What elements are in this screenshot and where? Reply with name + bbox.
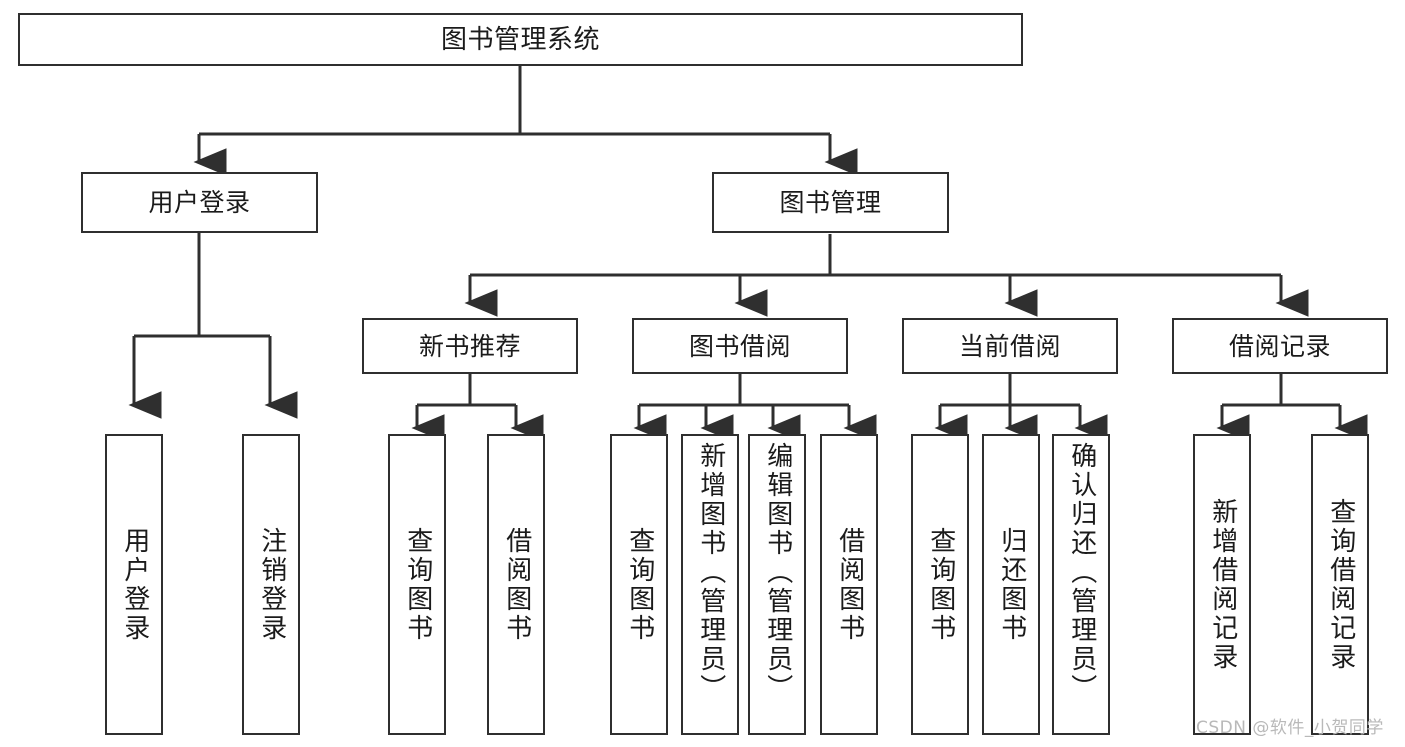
node-label: 查询图书 bbox=[925, 526, 956, 643]
node-current-borrow[interactable]: 当前借阅 bbox=[902, 318, 1118, 374]
leaf-current-confirm-return-admin[interactable]: 确认归还（管理员） bbox=[1052, 434, 1110, 735]
node-label: 图书管理系统 bbox=[440, 24, 600, 55]
leaf-borrow-query-book[interactable]: 查询图书 bbox=[610, 434, 668, 735]
csdn-watermark: CSDN @软件_小贺同学 bbox=[1196, 718, 1384, 738]
node-label: 用户登录 bbox=[119, 526, 150, 643]
leaf-record-query-record[interactable]: 查询借阅记录 bbox=[1311, 434, 1369, 735]
node-new-book-recommend[interactable]: 新书推荐 bbox=[362, 318, 578, 374]
leaf-borrow-edit-book-admin[interactable]: 编辑图书（管理员） bbox=[748, 434, 806, 735]
node-label: 新增图书（管理员） bbox=[695, 442, 726, 703]
node-label: 编辑图书（管理员） bbox=[762, 442, 793, 703]
leaf-recommend-borrow-book[interactable]: 借阅图书 bbox=[487, 434, 545, 735]
leaf-current-return-book[interactable]: 归还图书 bbox=[982, 434, 1040, 735]
leaf-user-login-login[interactable]: 用户登录 bbox=[105, 434, 163, 735]
node-root-system[interactable]: 图书管理系统 bbox=[18, 13, 1023, 66]
node-user-login[interactable]: 用户登录 bbox=[81, 172, 318, 233]
node-label: 新增借阅记录 bbox=[1207, 497, 1238, 672]
leaf-current-query-book[interactable]: 查询图书 bbox=[911, 434, 969, 735]
node-borrow-record[interactable]: 借阅记录 bbox=[1172, 318, 1388, 374]
leaf-user-login-logout[interactable]: 注销登录 bbox=[242, 434, 300, 735]
node-label: 借阅图书 bbox=[501, 526, 532, 643]
node-book-management[interactable]: 图书管理 bbox=[712, 172, 949, 233]
leaf-record-add-record[interactable]: 新增借阅记录 bbox=[1193, 434, 1251, 735]
node-label: 查询图书 bbox=[402, 526, 433, 643]
node-label: 查询借阅记录 bbox=[1325, 497, 1356, 672]
node-label: 查询图书 bbox=[624, 526, 655, 643]
node-label: 新书推荐 bbox=[418, 331, 521, 361]
node-label: 图书管理 bbox=[779, 188, 882, 217]
node-label: 借阅图书 bbox=[834, 526, 865, 643]
node-label: 归还图书 bbox=[996, 526, 1027, 643]
node-book-borrow[interactable]: 图书借阅 bbox=[632, 318, 848, 374]
leaf-borrow-add-book-admin[interactable]: 新增图书（管理员） bbox=[681, 434, 739, 735]
node-label: 借阅记录 bbox=[1228, 331, 1331, 361]
node-label: 确认归还（管理员） bbox=[1066, 442, 1097, 703]
node-label: 用户登录 bbox=[148, 188, 251, 217]
node-label: 当前借阅 bbox=[958, 331, 1061, 361]
leaf-recommend-query-book[interactable]: 查询图书 bbox=[388, 434, 446, 735]
node-label: 注销登录 bbox=[256, 526, 287, 643]
node-label: 图书借阅 bbox=[688, 331, 791, 361]
leaf-borrow-borrow-book[interactable]: 借阅图书 bbox=[820, 434, 878, 735]
